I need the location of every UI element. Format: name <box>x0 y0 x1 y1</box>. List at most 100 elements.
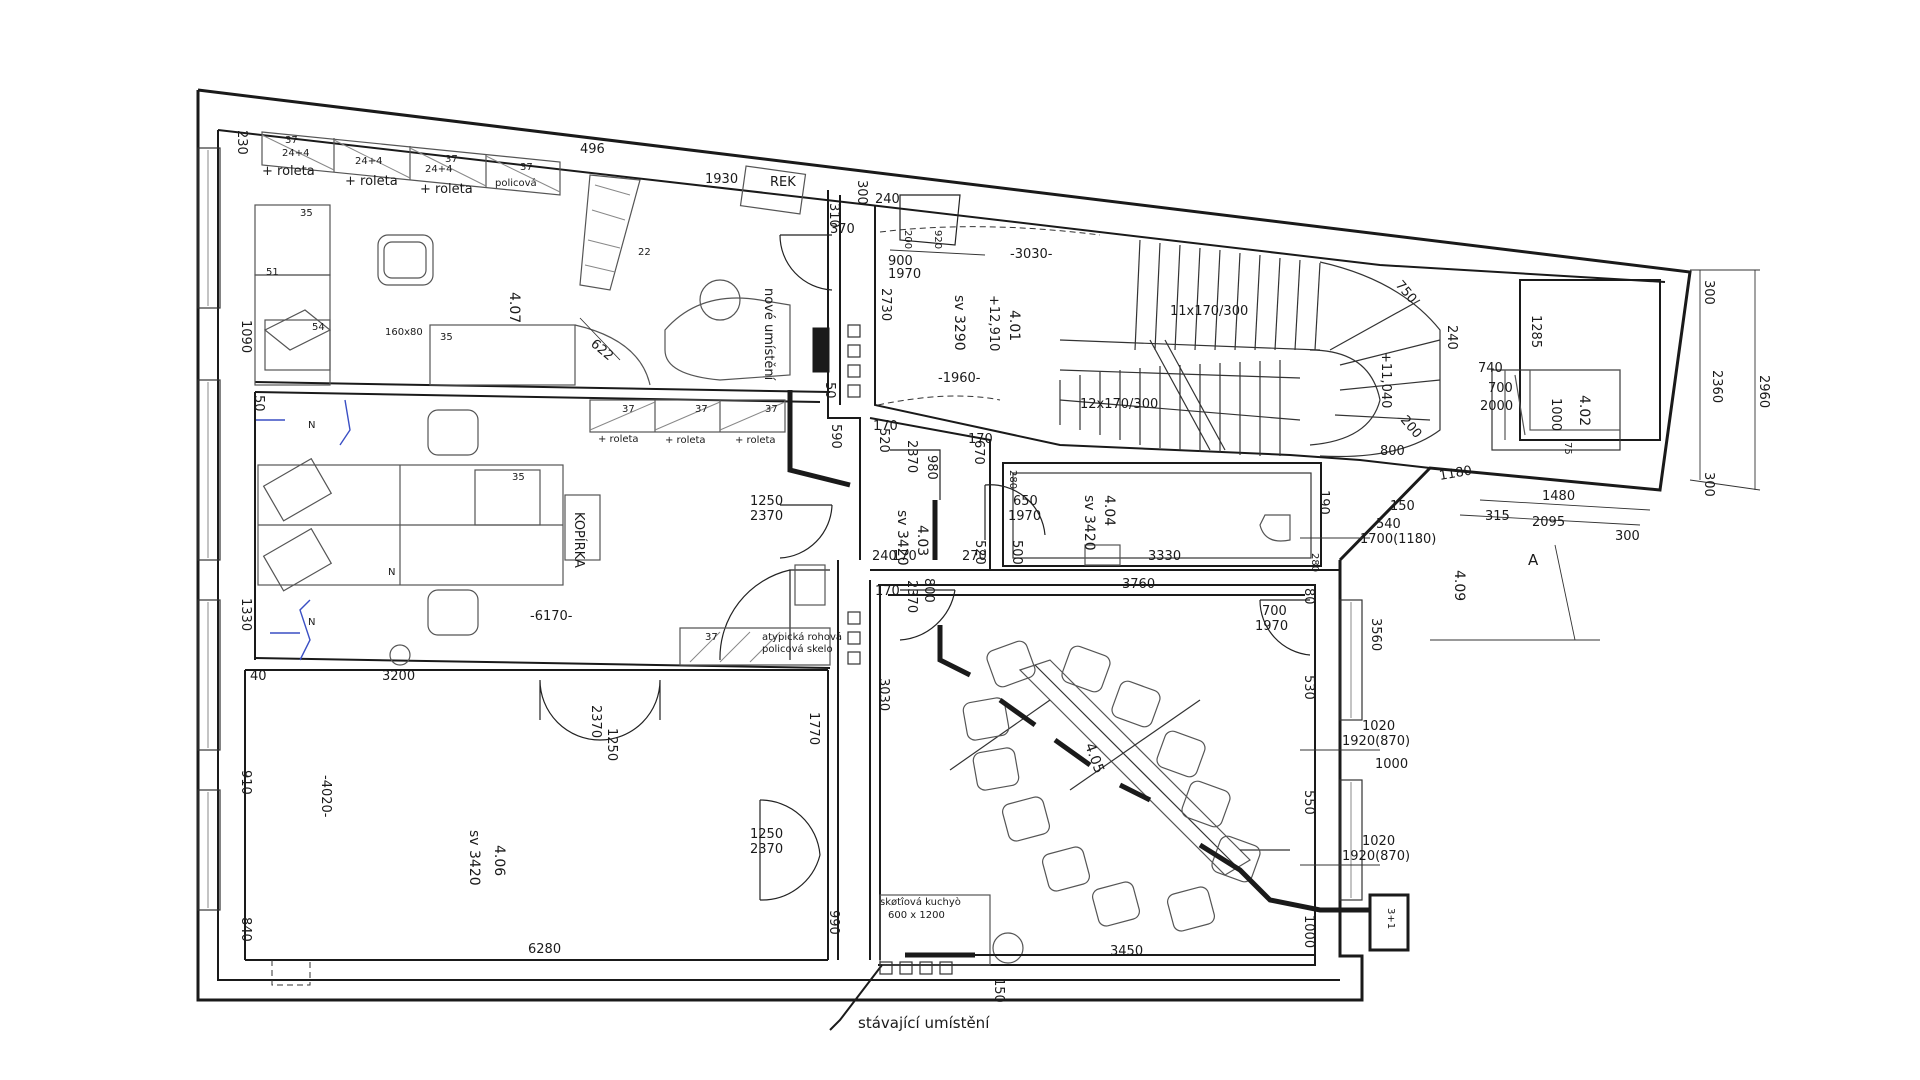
label-37-b: 37 <box>445 154 458 165</box>
dim-170-d: 170 <box>875 584 900 599</box>
dim-1250-b: 1250 <box>604 728 619 761</box>
dim-540: 540 <box>1376 517 1401 532</box>
room-4-05: 4.05 <box>1081 741 1107 776</box>
n-mark-2: N <box>388 567 395 578</box>
dimension-lines <box>579 249 1761 866</box>
dim-170-c: 170 <box>892 549 917 564</box>
dim-300-right-c: 300 <box>1701 472 1716 497</box>
dim-240-b: 240 <box>1444 325 1459 350</box>
dim-1000-b: 1000 <box>1375 757 1408 772</box>
dim-3030: -3030- <box>1010 247 1053 262</box>
dim-240-c: 240 <box>872 549 897 564</box>
dim-800: 800 <box>1380 444 1405 459</box>
dim-150-b: 150 <box>991 978 1006 1003</box>
atypicka-label-2: policová skelo <box>762 643 833 655</box>
room-labels: 4.07 4.06 sv 3420 4.01 sv 3290 4.03 sv 3… <box>466 292 1592 886</box>
label-24-a: 24+4 <box>282 148 309 159</box>
dim-1770: 1770 <box>806 712 821 745</box>
dim-2370-e: 2370 <box>904 580 919 613</box>
dim-170-a: 170 <box>873 419 898 434</box>
dim-1330: 1330 <box>238 598 253 631</box>
dim-800-b: 800 <box>921 578 936 603</box>
dim-3200: 3200 <box>382 669 415 684</box>
rack-symbol <box>1368 893 1410 952</box>
level-11040: +11,040 <box>1378 352 1393 408</box>
room-4-07: 4.07 <box>506 292 522 323</box>
stavajici-umisteni-label: stávající umístění <box>858 1014 990 1032</box>
dim-840: 840 <box>238 917 253 942</box>
dim-1960: -1960- <box>938 371 981 386</box>
dim-315: 315 <box>1485 509 1510 524</box>
dim-3560: 3560 <box>1368 618 1383 651</box>
dim-520-b: 520 <box>972 540 987 565</box>
dim-75: 75 <box>1562 442 1573 455</box>
dim-2370-c: 2370 <box>588 705 603 738</box>
label-37-a: 37 <box>285 135 298 146</box>
dim-300-top: 300 <box>854 180 869 205</box>
room-4-04-sv: sv 3420 <box>1081 495 1097 551</box>
dim-240-a: 240 <box>875 192 900 207</box>
dim-200: 200 <box>902 230 913 249</box>
dim-530: 530 <box>1301 675 1316 700</box>
dim-300-right-a: 300 <box>1615 529 1640 544</box>
staircase <box>877 226 1441 458</box>
level-12910: +12,910 <box>986 295 1001 351</box>
dim-740: 740 <box>1478 361 1503 376</box>
atypicka-label-1: atypická rohová <box>762 631 842 643</box>
room-4-01-sv: sv 3290 <box>951 295 967 351</box>
annotations: REK KOPÍRKA nové umístění stávající umís… <box>262 135 1539 1032</box>
dim-1250-a: 1250 <box>750 494 783 509</box>
dim-280: 280 <box>1007 470 1018 489</box>
dim-3760: 3760 <box>1122 577 1155 592</box>
dim-2370-a: 2370 <box>904 440 919 473</box>
dim-590: 590 <box>828 424 843 449</box>
label-24-c: 24+4 <box>425 164 452 175</box>
section-marker: A <box>1528 551 1539 569</box>
dim-4020: -4020- <box>318 775 333 818</box>
dim-500: 500 <box>1009 540 1024 565</box>
room-4-06: 4.06 <box>491 845 507 876</box>
label-35-a: 35 <box>300 208 313 219</box>
dim-990: 990 <box>826 910 841 935</box>
dim-190: 190 <box>1316 490 1331 515</box>
dim-910: 910 <box>238 770 253 795</box>
dim-650: 650 <box>1013 494 1038 509</box>
dim-1020-a: 1020 <box>1362 719 1395 734</box>
dim-80: 80 <box>1301 588 1316 605</box>
dim-3330: 3330 <box>1148 549 1181 564</box>
kopirka-label: KOPÍRKA <box>571 512 587 568</box>
dim-1020-b: 1020 <box>1362 834 1395 849</box>
dim-1930: 1930 <box>705 172 738 187</box>
dim-1920-870-a: 1920(870) <box>1342 734 1410 749</box>
label-160x80: 160x80 <box>385 327 423 338</box>
dim-370: 370 <box>830 222 855 237</box>
dim-3450: 3450 <box>1110 944 1143 959</box>
room-4-02: 4.02 <box>1576 395 1592 426</box>
dim-1700: 1700(1180) <box>1360 532 1436 547</box>
dim-1000-c: 1000 <box>1301 915 1316 948</box>
dimension-labels: 230 496 1930 300 310 240 200 920 -3030- … <box>234 130 1771 1003</box>
dim-310: 310 <box>826 203 841 228</box>
dim-2360: 2360 <box>1709 370 1724 403</box>
roleta-5: + roleta <box>665 435 706 446</box>
label-35-c: 35 <box>512 472 525 483</box>
rack-symbol-text: 3+1 <box>1385 908 1396 929</box>
dim-496: 496 <box>580 142 605 157</box>
furniture <box>254 131 1621 986</box>
dim-1970-a: 1970 <box>888 267 921 282</box>
dim-1180: 1180 <box>1438 463 1473 484</box>
room-4-03-sv: sv 3420 <box>894 510 910 566</box>
label-24-b: 24+4 <box>355 156 382 167</box>
roleta-2: + roleta <box>345 174 398 189</box>
policova-label: policová <box>495 177 537 189</box>
roleta-1: + roleta <box>262 164 315 179</box>
rek-label: REK <box>770 175 796 190</box>
room-4-09: 4.09 <box>1451 570 1467 601</box>
roleta-4: + roleta <box>598 434 639 445</box>
dim-670: 670 <box>971 440 986 465</box>
dim-280-b: 280 <box>1309 553 1320 572</box>
dim-2370-d: 2370 <box>750 842 783 857</box>
dim-270: 270 <box>962 549 987 564</box>
stairs-top-label: 11x170/300 <box>1170 304 1248 319</box>
